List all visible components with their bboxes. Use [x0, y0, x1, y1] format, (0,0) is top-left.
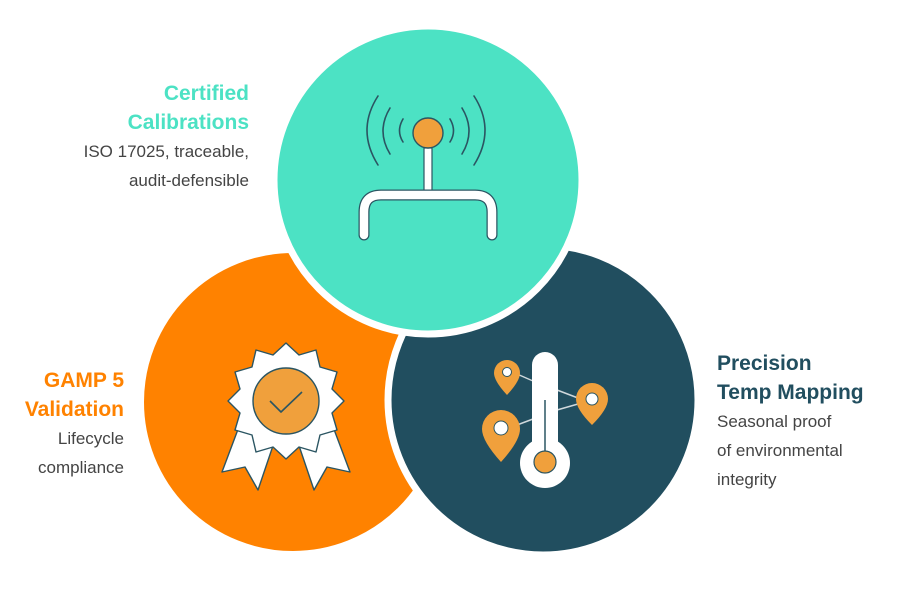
description-line: Seasonal proof [717, 412, 832, 431]
title-line: GAMP 5 [43, 369, 124, 392]
description-line: compliance [38, 458, 124, 477]
thermometer-map-pins-icon [482, 352, 608, 488]
title-line: Temp Mapping [717, 381, 864, 404]
title-line: Validation [24, 398, 124, 421]
description-line: of environmental [717, 441, 843, 460]
label-gamp5-validation: GAMP 5 Validation Lifecycle compliance [0, 366, 124, 482]
description-line: integrity [717, 470, 777, 489]
antenna-stand [358, 117, 498, 241]
title-line: Precision [717, 352, 812, 375]
title-line: Certified [163, 82, 249, 105]
award-badge-icon [221, 342, 351, 491]
antenna-signal-icon [366, 95, 486, 166]
description-line: audit-defensible [128, 171, 249, 190]
title-line: Calibrations [127, 111, 249, 134]
description-line: ISO 17025, traceable, [83, 142, 249, 161]
description-line: Lifecycle [57, 429, 124, 448]
label-certified-calibrations: Certified Calibrations ISO 17025, tracea… [9, 79, 249, 195]
label-precision-temp-mapping: Precision Temp Mapping Seasonal proof of… [717, 349, 897, 494]
